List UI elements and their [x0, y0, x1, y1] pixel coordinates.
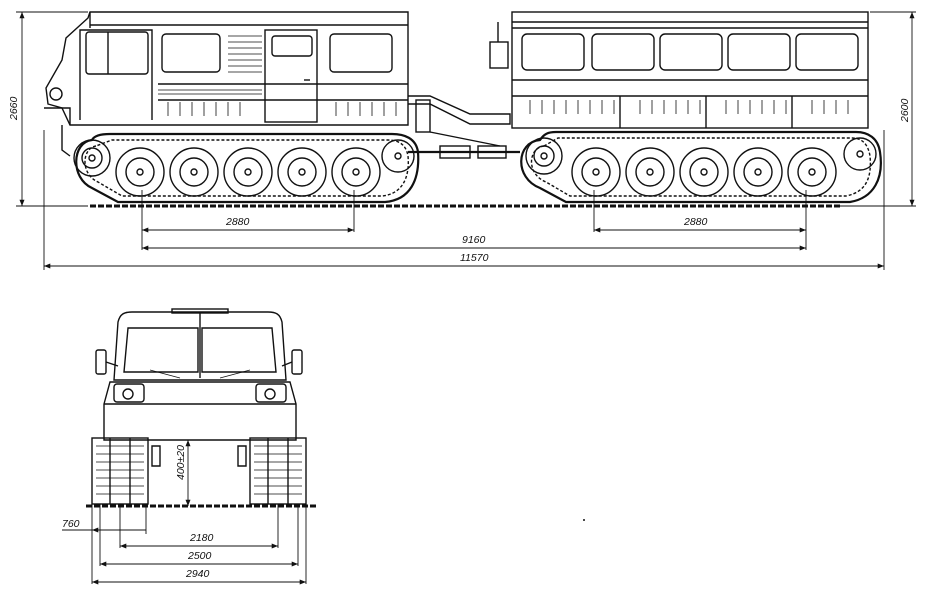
- rear-track: [520, 130, 882, 204]
- cab-panel-slats: [167, 102, 397, 116]
- front-unit: [44, 11, 420, 204]
- dim-overall-width: 2940: [185, 568, 210, 580]
- front-view-track-right: [249, 437, 307, 505]
- cab-side-window-1: [161, 33, 221, 73]
- rear-window-1: [521, 33, 585, 71]
- windshield-left: [123, 327, 199, 373]
- rear-panel-slats: [529, 100, 849, 114]
- front-view: 400±20 760 2180 2500 2940: [62, 308, 316, 585]
- cab-door: [264, 29, 318, 123]
- rear-idler: [843, 137, 877, 171]
- front-track: [75, 132, 420, 204]
- dim-track-gauge: 2180: [189, 532, 214, 544]
- dim-track-base-rear: 2880: [683, 216, 708, 228]
- rear-unit: [489, 11, 882, 204]
- headlight-left: [113, 383, 145, 403]
- rear-heater: [489, 41, 509, 69]
- dim-ground-clearance: 400±20: [175, 445, 187, 480]
- front-idler: [381, 139, 415, 173]
- rear-window-2: [591, 33, 655, 71]
- headlight-right: [255, 383, 287, 403]
- rear-window-5: [795, 33, 859, 71]
- front-sprocket: [73, 139, 111, 177]
- rear-window-4: [727, 33, 791, 71]
- dim-overall-length: 11570: [460, 252, 489, 264]
- dim-axle-distance: 9160: [462, 234, 486, 246]
- rear-body: [511, 11, 869, 129]
- dim-height-cab: 2660: [8, 96, 20, 121]
- windshield-right: [201, 327, 277, 373]
- side-dimensions: 2660 2600 2880 2880 9160 11570: [8, 11, 916, 270]
- rear-sprocket: [525, 137, 563, 175]
- cab-front-window: [85, 31, 149, 75]
- dim-track-width: 760: [62, 518, 80, 530]
- headlight-side: [49, 87, 63, 101]
- dim-outer-width: 2500: [187, 550, 212, 562]
- front-view-track-left: [91, 437, 149, 505]
- front-dimensions: 760 2180 2500 2940: [62, 504, 307, 585]
- side-view: 2660 2600 2880 2880 9160 11570: [8, 11, 916, 270]
- cab-louvres: [228, 35, 262, 73]
- front-cab: [113, 311, 287, 381]
- mirror-right: [291, 349, 303, 375]
- cab-side-window-2: [329, 33, 393, 73]
- stray-mark: [583, 519, 585, 521]
- rear-window-3: [659, 33, 723, 71]
- mirror-left: [95, 349, 107, 375]
- dim-height-body: 2600: [899, 98, 911, 123]
- dim-track-base-front: 2880: [225, 216, 250, 228]
- rear-road-wheels: [571, 147, 837, 197]
- front-road-wheels: [115, 147, 381, 197]
- articulation-hitch: [408, 95, 520, 159]
